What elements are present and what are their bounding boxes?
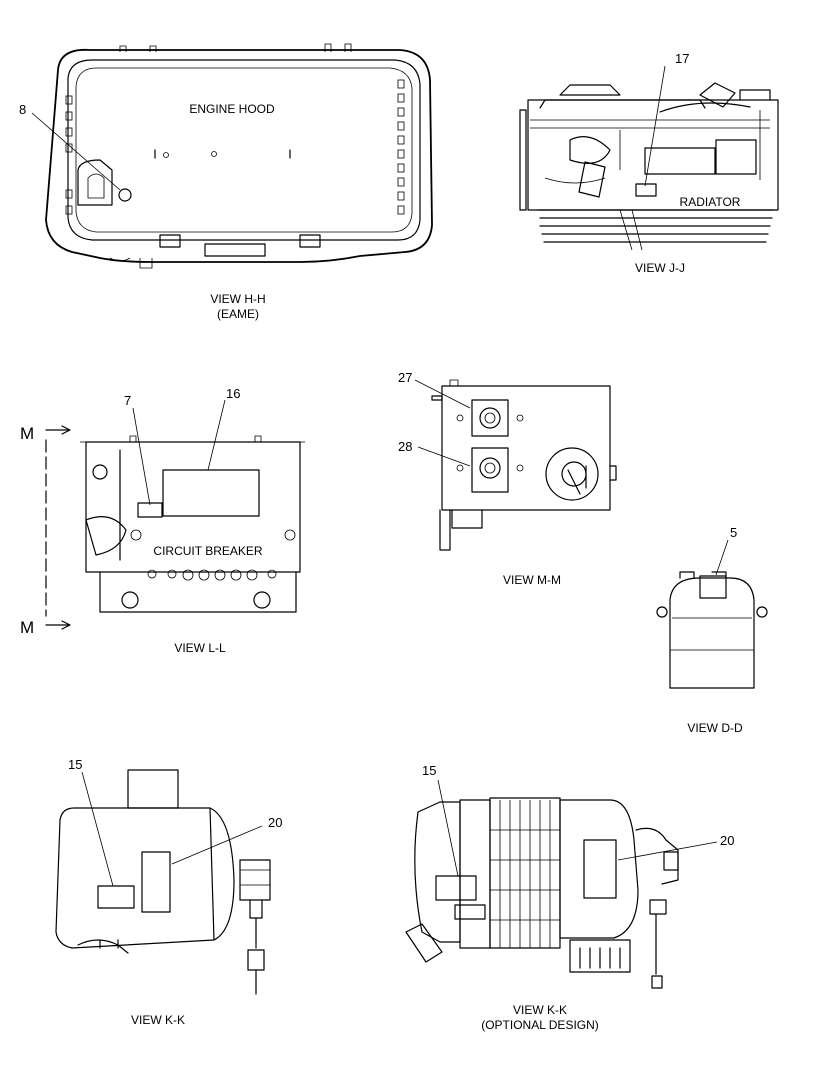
section-m-top: M [20,424,34,443]
callout-20-kk: 20 [268,815,282,830]
callout-7: 7 [124,393,131,408]
view-k-k-optional: 15 20 VIEW K-K (OPTIONAL DESIGN) [405,763,734,1032]
view-d-d-caption: VIEW D-D [687,721,743,735]
view-k-k: 15 20 VIEW K-K [55,757,282,1027]
view-h-h: 8 ENGINE HOOD VIEW H-H (EAME) [19,43,433,321]
view-d-d: 5 VIEW D-D [656,525,768,735]
view-h-h-caption: VIEW H-H [210,292,265,306]
callout-17: 17 [675,51,689,66]
view-h-h-subcaption: (EAME) [217,307,259,321]
view-m-m: 27 28 VIEW M-M [398,370,617,587]
view-k-k-caption: VIEW K-K [131,1013,185,1027]
radiator-label: RADIATOR [680,195,741,209]
callout-16: 16 [226,386,240,401]
view-m-m-caption: VIEW M-M [503,573,561,587]
callout-27: 27 [398,370,412,385]
callout-15-kk-optional: 15 [422,763,436,778]
callout-8: 8 [19,102,26,117]
engine-hood-label: ENGINE HOOD [189,102,275,116]
callout-28: 28 [398,439,412,454]
view-j-j-caption: VIEW J-J [635,261,685,275]
view-j-j: 17 RADIATOR VIEW J-J [519,51,779,275]
callout-15-kk: 15 [68,757,82,772]
view-k-k-optional-subcaption: (OPTIONAL DESIGN) [481,1018,599,1032]
callout-20-kk-optional: 20 [720,833,734,848]
callout-5: 5 [730,525,737,540]
view-k-k-optional-caption: VIEW K-K [513,1003,567,1017]
view-l-l-caption: VIEW L-L [174,641,226,655]
circuit-breaker-label: CIRCUIT BREAKER [153,544,262,558]
section-m-bottom: M [20,618,34,637]
view-l-l: M M 7 16 CIRCUIT BREAKER VIEW L-L [20,386,305,655]
